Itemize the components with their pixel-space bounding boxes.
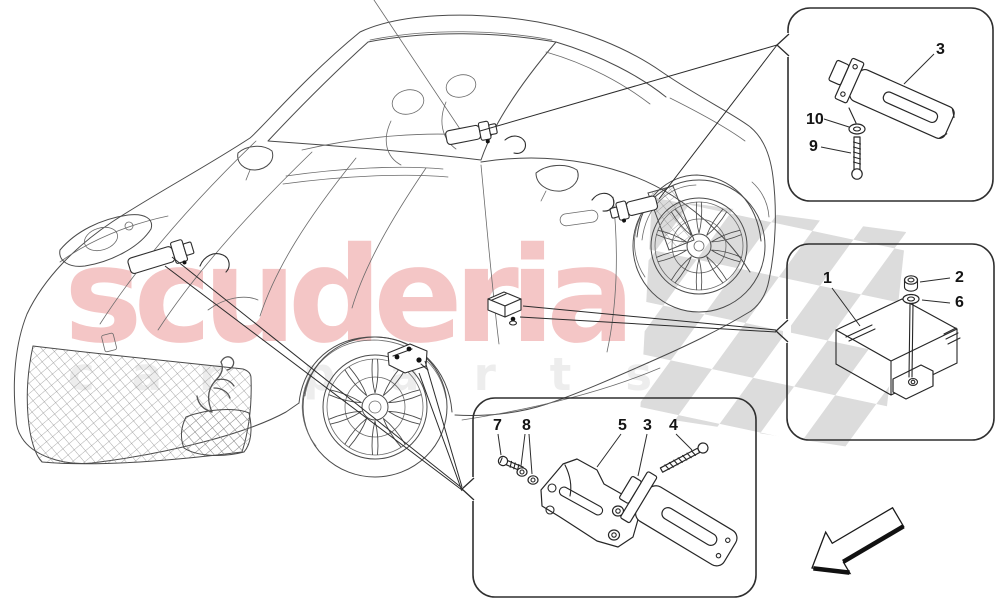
part-label-2: 2 bbox=[955, 269, 964, 286]
hood-alarm-sensor bbox=[127, 239, 195, 274]
headlight bbox=[59, 214, 153, 267]
washer-part-drawing-2 bbox=[902, 293, 920, 305]
washer-part-drawing bbox=[848, 123, 866, 135]
door-handle bbox=[559, 209, 599, 227]
sensor-detail-content: 3 10 9 bbox=[806, 41, 955, 180]
installed-components bbox=[127, 120, 659, 374]
part-label-4: 4 bbox=[669, 417, 678, 434]
part-label-3: 3 bbox=[936, 41, 945, 58]
direction-arrow-icon bbox=[811, 506, 905, 575]
washers8-part-drawing bbox=[516, 467, 539, 485]
hood-badge bbox=[101, 332, 117, 353]
checkered-flag-pattern bbox=[640, 198, 906, 452]
part-label-6: 6 bbox=[955, 294, 964, 311]
car-line-drawing bbox=[13, 0, 776, 478]
ecu-detail-content: 1 2 6 bbox=[823, 269, 964, 400]
bumper-intake-mesh bbox=[181, 409, 252, 456]
sub-watermark-word2: parts bbox=[303, 348, 707, 401]
wheel-bracket-assembly bbox=[387, 343, 429, 374]
part-label-9: 9 bbox=[809, 138, 818, 155]
sensor-part-drawing bbox=[828, 57, 955, 140]
bracket5-part-drawing bbox=[540, 458, 640, 548]
callout-box-sensor bbox=[787, 7, 994, 202]
rear-wheel bbox=[632, 179, 766, 313]
screw4-part-drawing bbox=[659, 442, 709, 473]
part-label-3b: 3 bbox=[643, 417, 652, 434]
sill-control-unit bbox=[487, 291, 522, 326]
nut-part-drawing bbox=[903, 275, 919, 292]
rear-sensor-cable bbox=[591, 192, 615, 212]
part-label-7: 7 bbox=[493, 417, 502, 434]
ecu-part-drawing bbox=[835, 298, 961, 400]
part-label-8: 8 bbox=[522, 417, 531, 434]
left-mirror bbox=[237, 145, 274, 171]
cabin-alarm-sensor bbox=[445, 120, 498, 146]
front-wheel bbox=[301, 336, 448, 478]
right-mirror bbox=[535, 165, 579, 192]
part-label-10: 10 bbox=[806, 111, 824, 128]
cabin-sensor-cable bbox=[504, 135, 526, 154]
part-label-1: 1 bbox=[823, 270, 832, 287]
hood-sensor-cable bbox=[199, 253, 230, 273]
sensor3-part-drawing bbox=[619, 471, 738, 567]
callout-notches bbox=[461, 33, 792, 501]
rear-alarm-sensor bbox=[609, 195, 659, 223]
bracket-detail-content: 7 8 5 3 4 bbox=[493, 417, 738, 567]
prancing-horse-emblem bbox=[196, 356, 235, 413]
leader-lines bbox=[164, 44, 778, 492]
screw-part-drawing bbox=[851, 136, 863, 180]
part-label-5: 5 bbox=[618, 417, 627, 434]
